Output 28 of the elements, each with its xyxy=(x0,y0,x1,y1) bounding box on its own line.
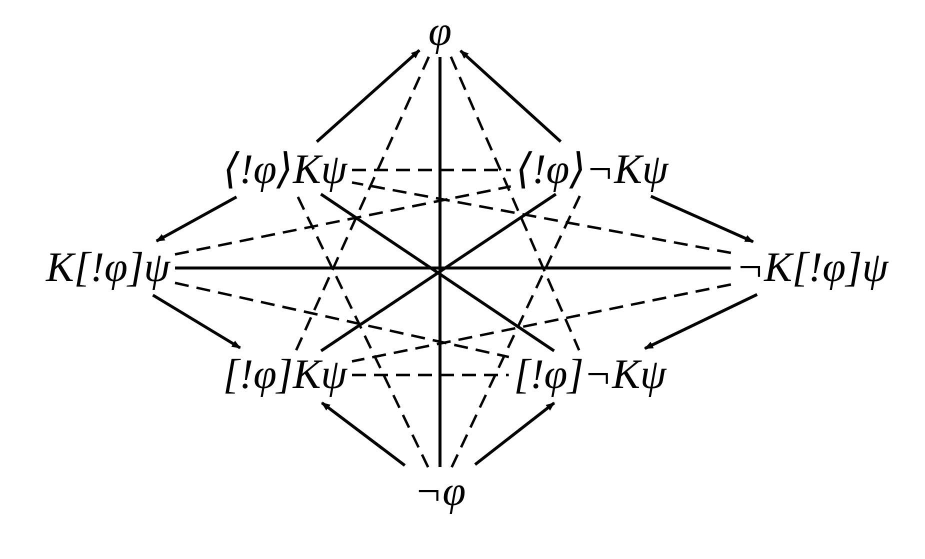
connector-line xyxy=(352,168,511,172)
formula-label: ⟨!φ⟩Kψ xyxy=(220,147,350,193)
formula-label: K[!φ]ψ xyxy=(43,245,173,291)
connector-line xyxy=(295,56,430,351)
connector-line xyxy=(438,57,442,467)
connector-line xyxy=(450,56,580,351)
arrow xyxy=(321,402,406,467)
arrow xyxy=(316,49,420,143)
connector-line xyxy=(296,194,430,468)
formula-label: φ xyxy=(425,9,455,55)
formula-label: [!φ]¬Kψ xyxy=(510,352,670,398)
connector-line xyxy=(174,185,512,256)
formula-label: ¬φ xyxy=(411,469,469,515)
formula-label: ¬K[!φ]ψ xyxy=(732,245,892,291)
connector-line xyxy=(352,283,732,363)
arrow xyxy=(460,50,562,143)
arrow xyxy=(650,194,754,244)
connector-line xyxy=(175,266,731,270)
connector-line xyxy=(174,282,510,358)
arrow xyxy=(156,196,238,242)
connector-line xyxy=(352,374,509,376)
arrow xyxy=(474,402,556,466)
arrow xyxy=(644,293,758,350)
connector-line xyxy=(450,194,582,468)
arrow xyxy=(152,294,241,350)
formula-label: ⟨!φ⟩¬Kψ xyxy=(512,147,672,193)
formula-label: [!φ]Kψ xyxy=(220,352,350,398)
connector-line xyxy=(352,181,732,254)
